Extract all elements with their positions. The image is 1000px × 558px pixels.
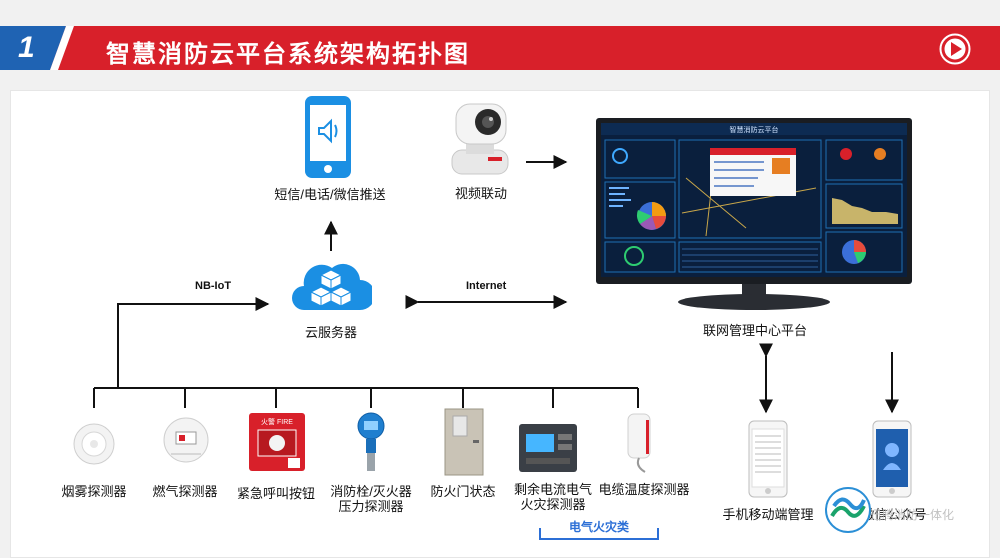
nb-iot-label: NB-IoT <box>195 280 232 292</box>
cable-temp-icon <box>627 413 651 473</box>
page-title: 智慧消防云平台系统架构拓扑图 <box>106 41 470 68</box>
electrical-detector-icon <box>519 424 577 472</box>
svg-text:火警 FIRE: 火警 FIRE <box>261 417 293 426</box>
mobile-app-phone-icon <box>748 420 788 498</box>
device-label-fire-door: 防火门状态 <box>430 484 496 499</box>
emergency-button-icon: 火警 FIRE <box>249 413 305 471</box>
cloud-server-icon <box>292 264 372 310</box>
device-label-emergency: 紧急呼叫按钮 <box>236 486 315 501</box>
section-number: 1 <box>18 31 35 64</box>
gas-detector-icon <box>163 417 209 463</box>
device-label-gas: 燃气探测器 <box>152 484 218 499</box>
watermark-text: 迅腾消防一体化 <box>870 508 955 522</box>
wechat-label: 微信公众号 <box>861 507 927 522</box>
watermark-logo <box>825 487 871 533</box>
phone-push-label: 短信/电话/微信推送 <box>274 187 386 202</box>
pressure-sensor-icon <box>357 412 385 471</box>
cloud-server-label: 云服务器 <box>304 325 357 340</box>
header-bar <box>0 26 1000 70</box>
video-link-label: 视频联动 <box>454 186 507 201</box>
smoke-detector-icon <box>73 423 115 465</box>
smartphone-push-icon <box>305 96 351 178</box>
mobile-app-label: 手机移动端管理 <box>722 507 814 522</box>
wechat-phone-icon <box>872 420 912 498</box>
center-platform-label: 联网管理中心平台 <box>702 323 807 338</box>
monitor-icon: 智慧消防云平台 <box>596 118 912 310</box>
camera-icon <box>451 103 509 175</box>
monitor-title: 智慧消防云平台 <box>730 125 779 134</box>
electrical-group-label: 电气火灾类 <box>568 520 629 534</box>
internet-label: Internet <box>466 280 507 292</box>
play-circle-icon[interactable] <box>938 32 972 66</box>
device-label-pressure: 消防栓/灭火器 压力探测器 <box>330 484 412 514</box>
device-label-cable: 电缆温度探测器 <box>598 482 690 497</box>
device-label-electrical: 剩余电流电气 火灾探测器 <box>513 482 592 512</box>
device-label-smoke: 烟雾探测器 <box>61 484 127 499</box>
fire-door-icon <box>444 408 484 476</box>
